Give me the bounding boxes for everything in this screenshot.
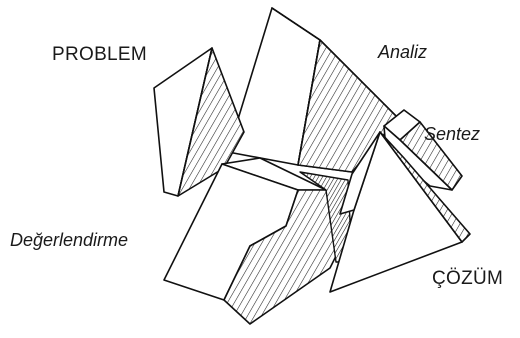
sentez-block — [383, 109, 463, 191]
problem-block-edge — [177, 47, 213, 197]
cozum-label: ÇÖZÜM — [432, 268, 503, 289]
cozum-block — [329, 131, 471, 293]
problem-label: PROBLEM — [52, 44, 147, 65]
degerlendirme-label: Değerlendirme — [10, 230, 128, 250]
analiz-label: Analiz — [377, 42, 427, 62]
sentez-label: Sentez — [424, 124, 480, 144]
cozum-block-back-face — [339, 131, 381, 215]
cozum-block-hatched-edge — [379, 131, 471, 243]
analiz-block — [227, 7, 399, 173]
degerlendirme-block — [163, 157, 353, 325]
analiz-block-edge — [271, 7, 321, 166]
